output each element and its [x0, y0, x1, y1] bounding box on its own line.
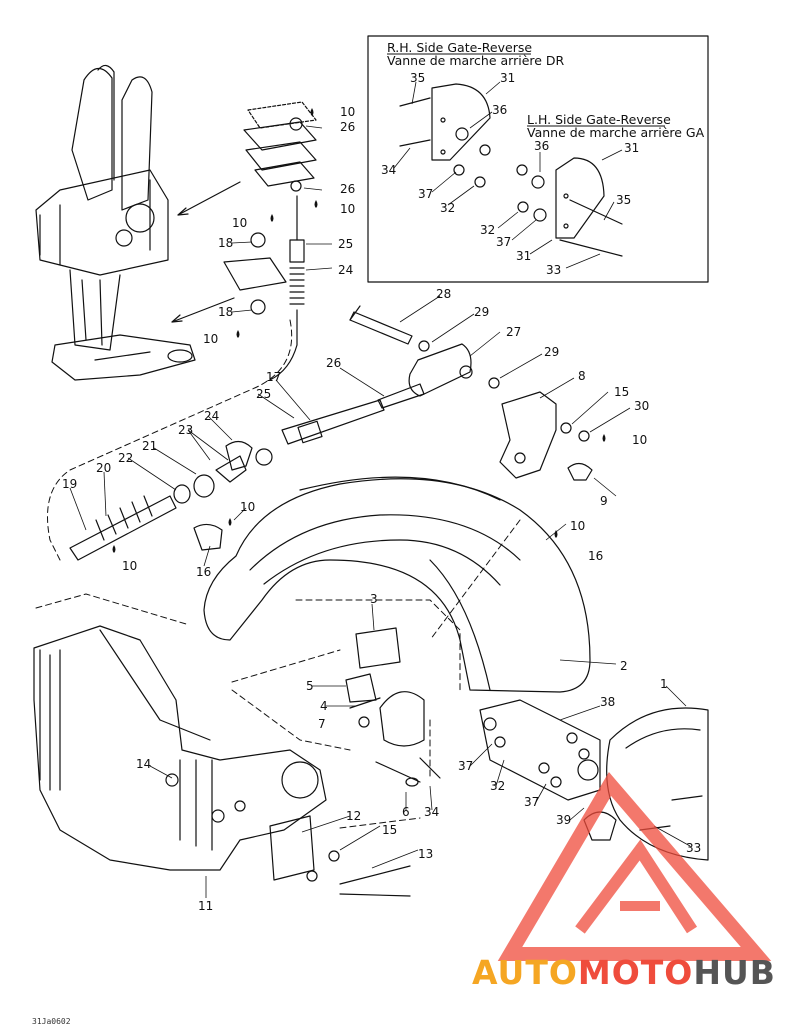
callout-24: 24 — [204, 409, 219, 423]
rh-gate-reverse — [399, 83, 491, 188]
callout-34: 34 — [424, 805, 439, 819]
callout-10: 10 — [122, 559, 137, 573]
callout-38: 38 — [600, 695, 615, 709]
callout-10: 10 — [340, 202, 355, 216]
callout-8: 8 — [578, 369, 586, 383]
rh-gate-subtitle: Vanne de marche arrière DR — [387, 53, 565, 68]
callout-10: 10 — [632, 433, 647, 447]
bracket-8 — [499, 391, 593, 481]
cable-spring-stack — [223, 101, 317, 381]
leader-lines — [69, 81, 691, 898]
callout-39: 39 — [556, 813, 571, 827]
callout-24: 24 — [338, 263, 353, 277]
callout-31: 31 — [500, 71, 515, 85]
callout-11: 11 — [198, 899, 213, 913]
arrow-to-lever-2 — [171, 297, 235, 323]
lh-gate-subtitle: Vanne de marche arrière GA — [527, 125, 705, 140]
callout-26: 26 — [326, 356, 341, 370]
callout-16: 16 — [588, 549, 603, 563]
oil-drop-icons — [112, 108, 606, 553]
watermark-logo — [497, 772, 772, 961]
callout-23: 23 — [178, 423, 193, 437]
pump-housing-11 — [33, 625, 411, 897]
callout-1: 1 — [660, 677, 668, 691]
callout-5: 5 — [306, 679, 314, 693]
callout-27: 27 — [506, 325, 521, 339]
arrow-to-lever — [177, 181, 241, 216]
lh-gate-reverse — [516, 157, 623, 257]
oil-drop-icon — [236, 330, 240, 338]
callout-31: 31 — [624, 141, 639, 155]
shift-linkage — [281, 305, 500, 445]
oil-drop-icon — [314, 200, 318, 208]
rh-gate-title: R.H. Side Gate-Reverse — [387, 40, 532, 55]
housing-2 — [203, 476, 591, 693]
callout-20: 20 — [96, 461, 111, 475]
callout-4: 4 — [320, 699, 328, 713]
callout-33: 33 — [686, 841, 701, 855]
callout-2: 2 — [620, 659, 628, 673]
oil-drop-icon — [602, 434, 606, 442]
callout-7: 7 — [318, 717, 326, 731]
callout-21: 21 — [142, 439, 157, 453]
center-parts — [345, 627, 441, 787]
callout-15: 15 — [614, 385, 629, 399]
callout-3: 3 — [370, 592, 378, 606]
callout-25: 25 — [338, 237, 353, 251]
callout-10: 10 — [570, 519, 585, 533]
callout-34: 34 — [381, 163, 396, 177]
callout-25: 25 — [256, 387, 271, 401]
callout-10: 10 — [340, 105, 355, 119]
callout-35: 35 — [410, 71, 425, 85]
callout-35: 35 — [616, 193, 631, 207]
callout-10: 10 — [232, 216, 247, 230]
inset-frame — [367, 35, 709, 283]
callout-28: 28 — [436, 287, 451, 301]
callout-31: 31 — [516, 249, 531, 263]
callout-30: 30 — [634, 399, 649, 413]
callout-37: 37 — [418, 187, 433, 201]
callout-16: 16 — [196, 565, 211, 579]
control-lever-assembly — [35, 64, 196, 381]
lh-gate-title: L.H. Side Gate-Reverse — [527, 112, 671, 127]
callout-22: 22 — [118, 451, 133, 465]
oil-drop-icon — [112, 545, 116, 553]
callout-6: 6 — [402, 805, 410, 819]
callout-10: 10 — [240, 500, 255, 514]
oil-drop-icon — [228, 518, 232, 526]
watermark-text: AUTOMOTOHUB — [472, 953, 776, 992]
callout-10: 10 — [203, 332, 218, 346]
oil-drop-icon — [270, 214, 274, 222]
callout-26: 26 — [340, 120, 355, 134]
callout-32: 32 — [490, 779, 505, 793]
callout-37: 37 — [496, 235, 511, 249]
callout-14: 14 — [136, 757, 151, 771]
callout-37: 37 — [524, 795, 539, 809]
callout-17: 17 — [266, 370, 281, 384]
callout-18: 18 — [218, 236, 233, 250]
callout-19: 19 — [62, 477, 77, 491]
callout-36: 36 — [492, 103, 507, 117]
callout-32: 32 — [480, 223, 495, 237]
cable-end-parts — [69, 440, 273, 561]
callout-26: 26 — [340, 182, 355, 196]
callout-18: 18 — [218, 305, 233, 319]
callout-29: 29 — [544, 345, 559, 359]
callout-29: 29 — [474, 305, 489, 319]
callout-13: 13 — [418, 847, 433, 861]
callout-36: 36 — [534, 139, 549, 153]
callout-9: 9 — [600, 494, 608, 508]
dashed-guides — [35, 319, 521, 829]
callout-37: 37 — [458, 759, 473, 773]
callout-33: 33 — [546, 263, 561, 277]
oil-drop-icon — [554, 530, 558, 538]
callout-12: 12 — [346, 809, 361, 823]
callout-labels: 35 31 36 34 37 32 36 31 35 32 37 31 33 1… — [62, 71, 701, 913]
oil-drop-icon — [310, 108, 314, 116]
callout-15: 15 — [382, 823, 397, 837]
callout-32: 32 — [440, 201, 455, 215]
image-reference-code: 31Ja0602 — [32, 1017, 71, 1026]
right-parts — [479, 699, 709, 861]
